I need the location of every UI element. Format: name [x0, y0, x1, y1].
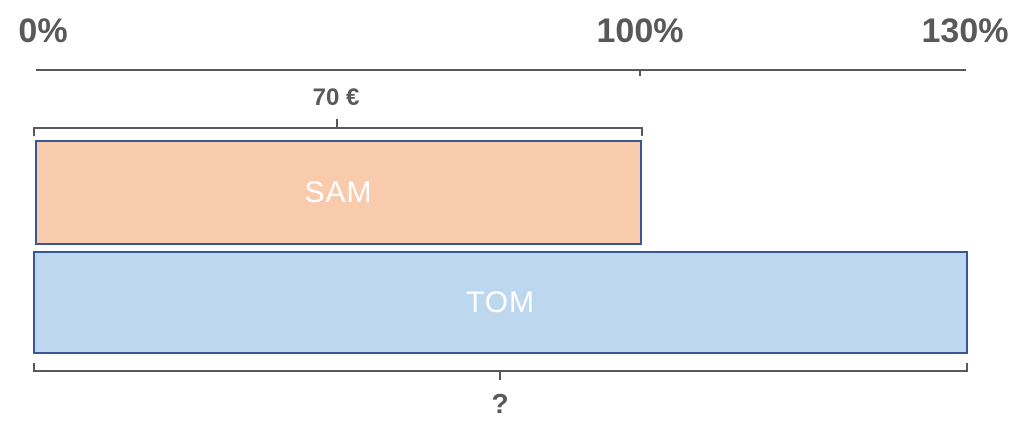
tom-bracket-left-tick — [33, 363, 35, 372]
sam-bracket-right-tick — [641, 127, 643, 136]
sam-value-annotation: 70 € — [312, 84, 360, 111]
tom-bracket-right-tick — [966, 363, 968, 372]
axis-label-0-percent: 0% — [18, 12, 68, 50]
sam-bracket-line — [33, 127, 643, 129]
tom-unknown-value-annotation: ? — [491, 388, 509, 419]
tom-bar-label: TOM — [465, 285, 536, 319]
tom-bar: TOM — [33, 251, 968, 354]
sam-bracket-center-tick — [336, 119, 338, 128]
axis-label-100-percent: 100% — [596, 12, 684, 50]
sam-bracket-left-tick — [33, 127, 35, 136]
sam-bar: SAM — [35, 140, 642, 245]
axis-label-130-percent: 130% — [921, 12, 1009, 50]
axis-tick-mark-100-percent — [639, 71, 641, 76]
tom-bracket-center-tick — [499, 371, 501, 380]
sam-bar-label: SAM — [304, 175, 373, 209]
axis-line — [36, 69, 966, 71]
